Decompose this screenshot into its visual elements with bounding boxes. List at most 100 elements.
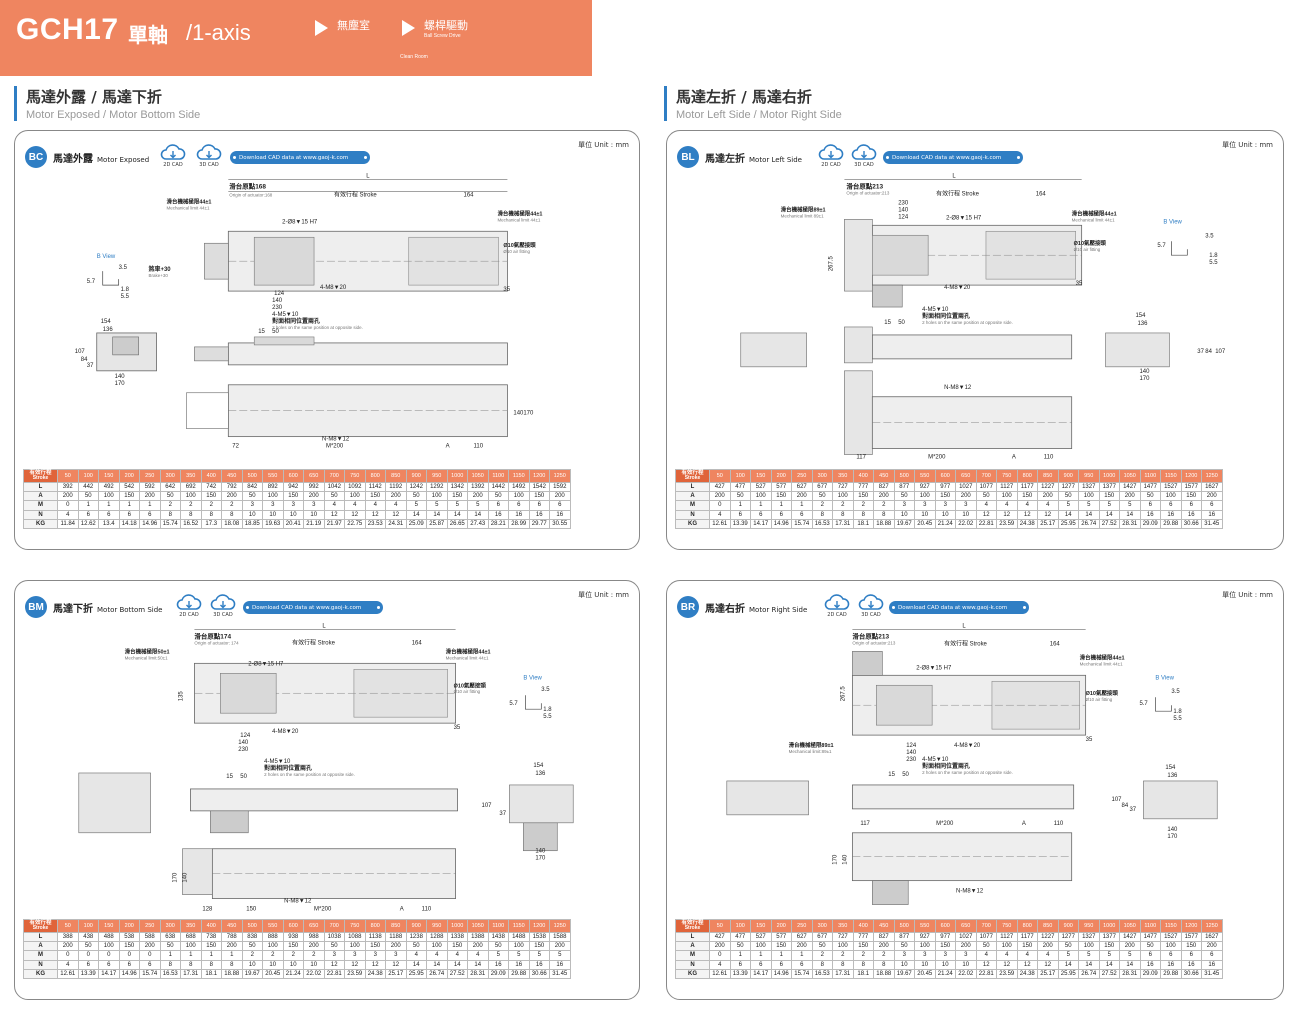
svg-text:2-Ø8▼15 H7: 2-Ø8▼15 H7 [946,215,982,221]
table-cell: 8 [873,509,895,520]
table-cell: 100 [832,941,854,952]
table-cell: 17.31 [180,968,202,979]
stroke-cell: 1050 [1119,919,1141,933]
table-cell: 12 [975,509,997,520]
table-cell: 1 [98,500,120,511]
table-cell: 6 [118,959,140,970]
download-cad-link[interactable]: Download CAD data at www.gaoj-k.com [230,151,370,164]
table-cell: 0 [77,950,99,961]
table-cell: 16 [487,509,509,520]
table-cell: 6 [77,959,99,970]
table-cell: 10 [955,509,977,520]
table-cell: 588 [139,931,161,943]
stroke-cell: 550 [262,469,284,483]
table-cell: 4 [709,959,731,970]
svg-text:Mechanical limit:50±1: Mechanical limit:50±1 [125,655,168,660]
svg-text:35: 35 [1086,737,1093,743]
cad-3d-link[interactable]: 3D CAD [209,594,237,618]
table-cell: 100 [750,941,772,952]
table-cell: 150 [200,941,222,952]
table-cell: 14 [1057,509,1079,520]
svg-text:35: 35 [1076,281,1083,287]
stroke-cell: 800 [364,919,386,933]
table-cell: 14 [1078,509,1100,520]
table-cell: 6 [770,959,792,970]
table-cell: 100 [426,491,448,502]
svg-text:B View: B View [1163,219,1182,225]
table-cell: 838 [241,931,263,943]
cad-3d-link[interactable]: 3D CAD [850,144,878,168]
technical-drawing: L 滑台原點213 Origin of actuator:213 有效行程 St… [740,173,1226,461]
table-cell: 10 [282,959,304,970]
stroke-cell: 350 [180,919,202,933]
cad-2d-link[interactable]: 2D CAD [823,594,851,618]
cad-3d-link[interactable]: 3D CAD [195,144,223,168]
cad-2d-link[interactable]: 2D CAD [175,594,203,618]
row-label: M [675,950,710,961]
table-cell: 150 [1098,491,1120,502]
table-cell: 10 [303,509,325,520]
table-cell: 1627 [1201,481,1223,493]
stroke-cell: 1050 [467,919,489,933]
download-cad-link[interactable]: Download CAD data at www.gaoj-k.com [243,601,383,614]
svg-text:5.7: 5.7 [1139,701,1148,707]
table-cell: 8 [159,959,181,970]
table-cell: 50 [1057,941,1079,952]
svg-text:170: 170 [1139,376,1150,382]
table-cell: 14 [426,959,448,970]
section-title: 馬達左折 / 馬達右折 [676,88,812,106]
table-cell: 50 [241,941,263,952]
panel-badge: BC [25,146,47,168]
table-cell: 10 [303,959,325,970]
table-cell: 1542 [528,481,550,493]
table-cell: 777 [852,931,874,943]
table-cell: 4 [996,950,1018,961]
table-cell: 10 [241,959,263,970]
stroke-cell: 750 [344,469,366,483]
feature1-en: Clean Room [400,54,428,60]
table-cell: 50 [893,941,915,952]
table-cell: 50 [405,491,427,502]
svg-text:110: 110 [1054,821,1064,827]
table-cell: 2 [832,950,854,961]
table-cell: 3 [344,950,366,961]
row-label: N [675,509,710,520]
svg-text:Mechanical limit 44±1: Mechanical limit 44±1 [497,217,540,222]
table-cell: 938 [282,931,304,943]
stroke-cell: 400 [200,469,222,483]
table-cell: 200 [57,941,79,952]
download-cad-link[interactable]: Download CAD data at www.gaoj-k.com [883,151,1023,164]
table-cell: 4 [1037,500,1059,511]
table-cell: 1238 [405,931,427,943]
stroke-cell: 1100 [487,469,509,483]
svg-text:M*200: M*200 [326,444,344,450]
table-cell: 0 [709,950,731,961]
table-cell: 2 [852,950,874,961]
cad-2d-link[interactable]: 2D CAD [817,144,845,168]
cad-3d-link[interactable]: 3D CAD [857,594,885,618]
cad-2d-link[interactable]: 2D CAD [159,144,187,168]
svg-text:4-M5▼10: 4-M5▼10 [922,757,949,763]
table-cell: 12 [344,959,366,970]
stroke-cell: 350 [832,919,854,933]
table-cell: 22.02 [955,518,977,529]
download-cad-link[interactable]: Download CAD data at www.gaoj-k.com [889,601,1029,614]
stroke-cell: 350 [832,469,854,483]
stroke-cell: 850 [1037,469,1059,483]
table-cell: 12.62 [77,518,99,529]
svg-text:154: 154 [533,763,544,769]
svg-text:35: 35 [454,725,461,731]
svg-text:5.5: 5.5 [121,294,130,300]
svg-text:15: 15 [888,772,895,778]
table-cell: 1 [791,500,813,511]
header-banner: GCH17 單軸 /1-axis 無塵室 螺桿驅動 Ball Screw Dri… [0,0,592,76]
table-cell: 12 [996,509,1018,520]
table-cell: 12 [996,959,1018,970]
stroke-cell: 1200 [1180,469,1202,483]
cloud-download-icon [196,144,222,160]
table-cell: 20.41 [282,518,304,529]
